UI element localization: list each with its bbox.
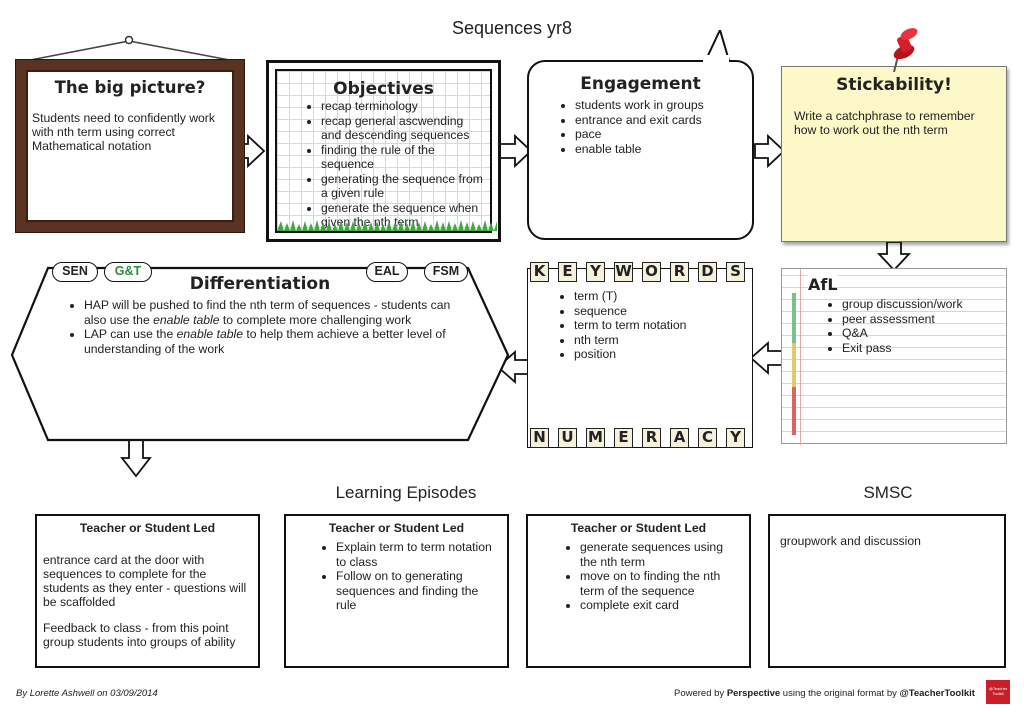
- differentiation-shape: [10, 266, 510, 442]
- letter-tile: A: [670, 428, 689, 448]
- engagement-item: entrance and exit cards: [575, 113, 746, 128]
- objective-item: recap terminology: [321, 99, 486, 114]
- arrow-right-3: [754, 133, 786, 169]
- differentiation-item: HAP will be pushed to find the nth term …: [84, 298, 470, 327]
- afl-margin-line: [800, 269, 801, 445]
- objective-item: generating the sequence from a given rul…: [321, 172, 486, 201]
- letter-tile: E: [558, 262, 577, 282]
- episode-text: Feedback to class - from this point grou…: [43, 621, 236, 649]
- stickability-text: Write a catchphrase to remember how to w…: [794, 109, 975, 137]
- differentiation-list: HAP will be pushed to find the nth term …: [84, 298, 470, 356]
- engagement-item: enable table: [575, 142, 746, 157]
- arrow-down-2: [120, 436, 152, 478]
- afl-item: Q&A: [842, 326, 996, 341]
- engagement-title: Engagement: [580, 74, 701, 94]
- badge-eal: EAL: [366, 262, 408, 282]
- arrow-down-1: [876, 241, 912, 272]
- keyword-item: term (T): [574, 289, 746, 304]
- episode-item: complete exit card: [580, 598, 743, 613]
- episode-list: generate sequences using the nth term mo…: [562, 540, 743, 613]
- afl-item: group discussion/work: [842, 297, 996, 312]
- page-title: Sequences yr8: [451, 18, 573, 38]
- episode-list: Explain term to term notation to class F…: [318, 540, 501, 613]
- afl-list: group discussion/work peer assessment Q&…: [826, 297, 996, 355]
- letter-tile: Y: [586, 262, 605, 282]
- engagement-list: students work in groups entrance and exi…: [559, 98, 746, 156]
- episode-header: Teacher or Student Led: [570, 521, 707, 535]
- episode-item: Explain term to term notation to class: [336, 540, 501, 569]
- objectives-list: recap terminology recap general ascwendi…: [307, 99, 486, 230]
- episode-header: Teacher or Student Led: [328, 521, 465, 535]
- stickability-note: Stickability! Write a catchphrase to rem…: [781, 66, 1007, 242]
- engagement-item: students work in groups: [575, 98, 746, 113]
- objective-item: recap general ascwending and descending …: [321, 114, 486, 143]
- keyword-item: nth term: [574, 333, 746, 348]
- objectives-box: Objectives recap terminology recap gener…: [266, 60, 501, 242]
- big-picture-text: Students need to confidently work with n…: [32, 111, 215, 153]
- stickability-title: Stickability!: [836, 75, 952, 95]
- keywords-tiles: K E Y W O R D S: [530, 262, 750, 284]
- objective-item: finding the rule of the sequence: [321, 143, 486, 172]
- afl-item: Exit pass: [842, 341, 996, 356]
- letter-tile: O: [642, 262, 661, 282]
- episode-text: entrance card at the door with sequences…: [43, 553, 247, 609]
- letter-tile: N: [530, 428, 549, 448]
- keywords-box: term (T) sequence term to term notation …: [527, 268, 753, 448]
- big-picture-frame: The big picture? Students need to confid…: [16, 60, 244, 232]
- keyword-item: term to term notation: [574, 318, 746, 333]
- numeracy-tiles: N U M E R A C Y: [530, 428, 750, 450]
- letter-tile: Y: [726, 428, 745, 448]
- episode-item: Follow on to generating sequences and fi…: [336, 569, 501, 613]
- afl-notebook: AfL group discussion/work peer assessmen…: [781, 268, 1007, 445]
- engagement-item: pace: [575, 127, 746, 142]
- letter-tile: U: [558, 428, 577, 448]
- footer-powered-by: Powered by Perspective using the origina…: [674, 688, 975, 699]
- letter-tile: W: [614, 262, 633, 282]
- smsc-text: groupwork and discussion: [780, 534, 921, 548]
- footer-brand: Perspective: [726, 688, 781, 699]
- badge-gt: G&T: [104, 262, 152, 282]
- badge-fsm: FSM: [424, 262, 468, 282]
- differentiation-item: LAP can use the enable table to help the…: [84, 327, 470, 356]
- keywords-list: term (T) sequence term to term notation …: [558, 289, 746, 362]
- episode-box-3: Teacher or Student Led generate sequence…: [526, 514, 751, 668]
- afl-yellow-bar: [792, 343, 796, 387]
- letter-tile: M: [586, 428, 605, 448]
- big-picture-title: The big picture?: [54, 78, 206, 97]
- episode-item: move on to finding the nth term of the s…: [580, 569, 743, 598]
- episode-header: Teacher or Student Led: [79, 521, 216, 535]
- episode-box-1: Teacher or Student Led entrance card at …: [35, 514, 260, 668]
- footer-handle: @TeacherToolkit: [899, 688, 975, 699]
- keyword-item: sequence: [574, 304, 746, 319]
- keyword-item: position: [574, 347, 746, 362]
- episode-item: generate sequences using the nth term: [580, 540, 743, 569]
- arrow-left-1: [749, 341, 785, 375]
- footer-author: By Lorette Ashwell on 03/09/2014: [16, 688, 158, 699]
- badge-sen: SEN: [52, 262, 98, 282]
- arrow-right-2: [499, 133, 533, 169]
- differentiation-title: Differentiation: [189, 274, 331, 294]
- episode-box-2: Teacher or Student Led Explain term to t…: [284, 514, 509, 668]
- engagement-box: Engagement students work in groups entra…: [527, 60, 754, 240]
- letter-tile: E: [614, 428, 633, 448]
- letter-tile: K: [530, 262, 549, 282]
- afl-green-bar: [792, 293, 796, 343]
- smsc-heading: SMSC: [863, 483, 913, 502]
- letter-tile: C: [698, 428, 717, 448]
- grass-decoration: [277, 220, 497, 231]
- letter-tile: S: [726, 262, 745, 282]
- learning-episodes-heading: Learning Episodes: [335, 483, 477, 502]
- letter-tile: D: [698, 262, 717, 282]
- speech-bubble-join: [703, 55, 729, 65]
- pushpin-icon: [893, 28, 918, 73]
- objectives-title: Objectives: [333, 79, 434, 99]
- letter-tile: R: [642, 428, 661, 448]
- smsc-box: groupwork and discussion: [768, 514, 1006, 668]
- afl-red-bar: [792, 387, 796, 435]
- teachertoolkit-logo: @Teacher Toolkit: [986, 680, 1010, 704]
- afl-title: AfL: [808, 275, 838, 294]
- afl-item: peer assessment: [842, 312, 996, 327]
- letter-tile: R: [670, 262, 689, 282]
